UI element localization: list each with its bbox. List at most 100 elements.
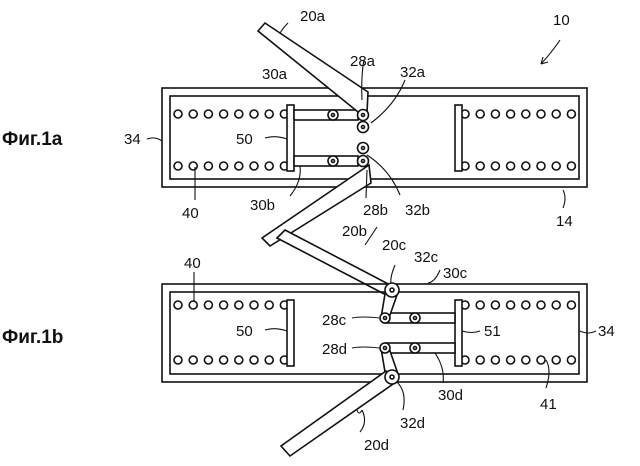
hole <box>235 162 243 170</box>
ref-20d: 20d <box>364 437 389 454</box>
hole <box>537 356 545 364</box>
hole <box>537 301 545 309</box>
ref-30a: 30a <box>262 66 288 83</box>
bar-50 <box>287 300 294 366</box>
arm-30b <box>294 156 358 166</box>
ref-30d: 30d <box>438 387 463 404</box>
hole <box>522 301 530 309</box>
housing-outer <box>162 284 587 382</box>
hole <box>174 356 182 364</box>
hole <box>204 356 212 364</box>
arm-20c <box>277 230 396 297</box>
hole <box>507 301 515 309</box>
hole <box>189 110 197 118</box>
hole <box>552 301 560 309</box>
bar-51 <box>455 300 462 366</box>
ref-51: 51 <box>484 323 501 340</box>
ref-28b: 28b <box>363 202 388 219</box>
hole <box>174 301 182 309</box>
hole <box>476 301 484 309</box>
ref-20c: 20c <box>382 237 407 254</box>
hole <box>537 110 545 118</box>
joint-32d <box>385 370 399 384</box>
hole <box>567 162 575 170</box>
hole <box>235 356 243 364</box>
hole <box>220 162 228 170</box>
hole <box>552 162 560 170</box>
hole <box>189 356 197 364</box>
hole <box>522 162 530 170</box>
hole <box>235 301 243 309</box>
hole <box>476 162 484 170</box>
hole <box>552 110 560 118</box>
hole <box>567 110 575 118</box>
hole <box>189 162 197 170</box>
hole <box>220 356 228 364</box>
hole <box>476 110 484 118</box>
ref-28c: 28c <box>322 312 347 329</box>
hole <box>220 110 228 118</box>
hole <box>250 301 258 309</box>
housing-outer <box>162 88 587 187</box>
housing-inner <box>170 292 579 374</box>
ref-20a: 20a <box>300 8 326 25</box>
hole <box>507 110 515 118</box>
ref-50: 50 <box>236 131 253 148</box>
figure-label-1b: Фиг.1b <box>2 327 63 348</box>
arm-30a <box>294 110 358 120</box>
hole <box>189 301 197 309</box>
ref-41: 41 <box>540 396 557 413</box>
bar-50 <box>287 105 294 171</box>
hole <box>265 110 273 118</box>
housing-inner <box>170 96 579 179</box>
ref-14: 14 <box>556 213 573 230</box>
figure-label-1a: Фиг.1a <box>2 129 63 150</box>
ref-32a: 32a <box>400 64 426 81</box>
hole <box>491 110 499 118</box>
ref-20b: 20b <box>342 223 367 240</box>
hole <box>250 110 258 118</box>
ref-50: 50 <box>236 323 253 340</box>
hole <box>204 110 212 118</box>
ref-34: 34 <box>598 323 615 340</box>
ref-28d: 28d <box>322 341 347 358</box>
hole-rows <box>174 301 575 364</box>
hole <box>522 110 530 118</box>
hole <box>204 301 212 309</box>
ref-10: 10 <box>553 12 570 29</box>
hole <box>235 110 243 118</box>
leader-lines <box>147 23 596 432</box>
hole <box>265 301 273 309</box>
ref-32b: 32b <box>405 202 430 219</box>
hole <box>507 356 515 364</box>
ref-28a: 28a <box>350 53 376 70</box>
hole <box>507 162 515 170</box>
hole <box>265 162 273 170</box>
joints <box>358 110 369 167</box>
hole <box>220 301 228 309</box>
hole <box>174 162 182 170</box>
hole <box>567 301 575 309</box>
hole <box>491 356 499 364</box>
hole <box>174 110 182 118</box>
ref-40: 40 <box>182 205 199 222</box>
ref-30b: 30b <box>250 197 275 214</box>
bar-right <box>455 105 462 171</box>
hole <box>491 301 499 309</box>
ref-34: 34 <box>124 131 141 148</box>
ref-32c: 32c <box>414 249 439 266</box>
hole <box>567 356 575 364</box>
ref-40: 40 <box>184 255 201 272</box>
hole <box>522 356 530 364</box>
figure-1b <box>162 283 587 456</box>
hole <box>250 356 258 364</box>
hole <box>204 162 212 170</box>
ref-30c: 30c <box>443 265 468 282</box>
hole <box>537 162 545 170</box>
ref-32d: 32d <box>400 415 425 432</box>
hole <box>476 356 484 364</box>
hole <box>265 356 273 364</box>
hole <box>250 162 258 170</box>
